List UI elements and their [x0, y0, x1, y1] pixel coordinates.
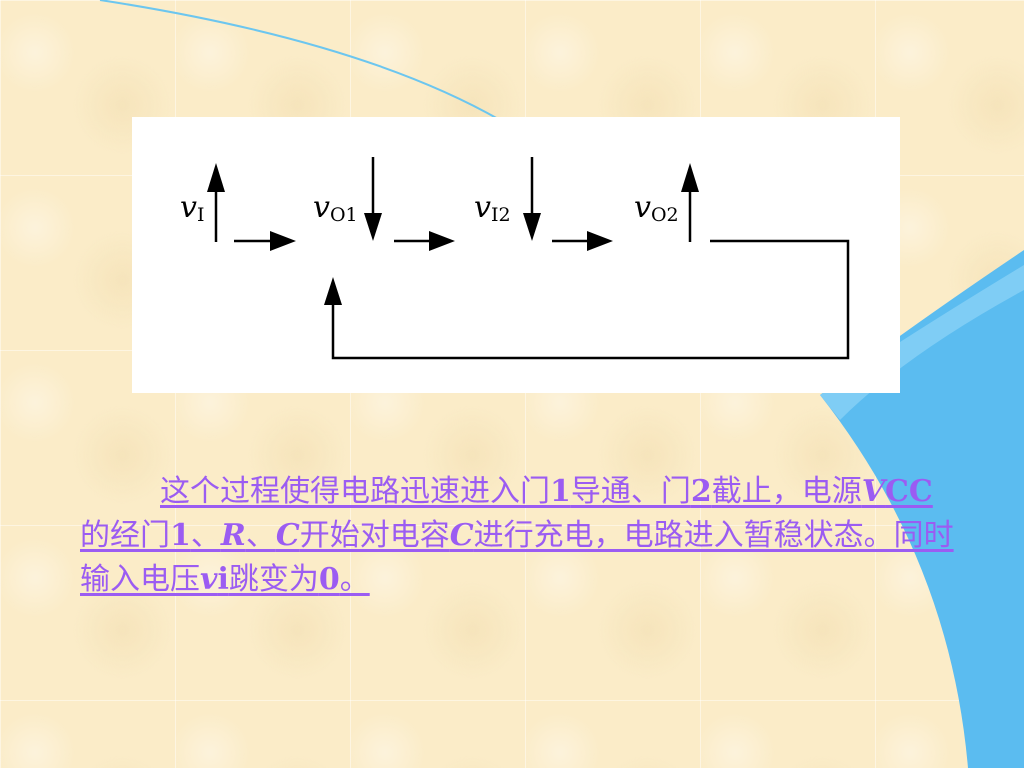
vi2-arrow-down-head [523, 213, 541, 241]
signal-arrows [207, 157, 699, 242]
diagram-panel: vI vO1 vI2 vO2 [132, 117, 900, 393]
caption-part: 进行充电，电路进入暂稳状态。同时输入电压 [80, 518, 954, 597]
signal-label-vo1: vO1 [313, 190, 358, 226]
caption-part: 跳变为 [228, 562, 319, 597]
signal-label-vi: vI [180, 190, 205, 226]
caption-vi-subscript: i [217, 562, 229, 597]
feedback-loop [324, 239, 850, 360]
feedback-line [331, 239, 850, 360]
caption-part: 开始对电容 [299, 518, 450, 553]
decor-curve-line [99, 0, 501, 121]
caption-resistor-symbol: R [220, 518, 246, 553]
flow-arrow-1-head [270, 231, 296, 251]
feedback-arrow-head [324, 277, 342, 305]
caption-vcc-symbol: V [861, 474, 886, 509]
caption-capacitor-symbol: C [449, 518, 474, 553]
caption-part: 截止，电源 [711, 474, 862, 509]
caption-separator: 、 [190, 518, 221, 553]
caption-part: 这个过程使得电路迅速进入门 [160, 474, 550, 509]
caption-part: 的经门 [80, 518, 170, 553]
caption-number: 1 [550, 474, 571, 509]
caption-vcc-subscript: CC [885, 474, 933, 509]
vo1-arrow-down-head [364, 213, 382, 241]
caption-number: 2 [690, 474, 712, 509]
flow-arrow-2-head [429, 231, 455, 251]
caption-text: 这个过程使得电路迅速进入门1导通、门2截止，电源VCC的经门1、R、C开始对电容… [80, 470, 960, 602]
signal-label-vi2: vI2 [474, 190, 511, 226]
caption-number: 1 [170, 518, 191, 553]
flow-arrows [234, 231, 613, 251]
caption-part: 导通、门 [570, 474, 691, 509]
caption-capacitor-symbol: C [275, 518, 300, 553]
vi-arrow-up-head [207, 163, 225, 192]
flow-arrow-3-head [587, 231, 613, 251]
caption-part: 。 [339, 562, 370, 597]
signal-label-vo2: vO2 [634, 190, 679, 226]
caption-separator: 、 [245, 518, 276, 553]
caption-number: 0 [318, 562, 340, 597]
caption-vi-symbol: v [200, 562, 218, 597]
vo2-arrow-up-head [681, 163, 699, 192]
feedback-diagram [207, 157, 850, 360]
